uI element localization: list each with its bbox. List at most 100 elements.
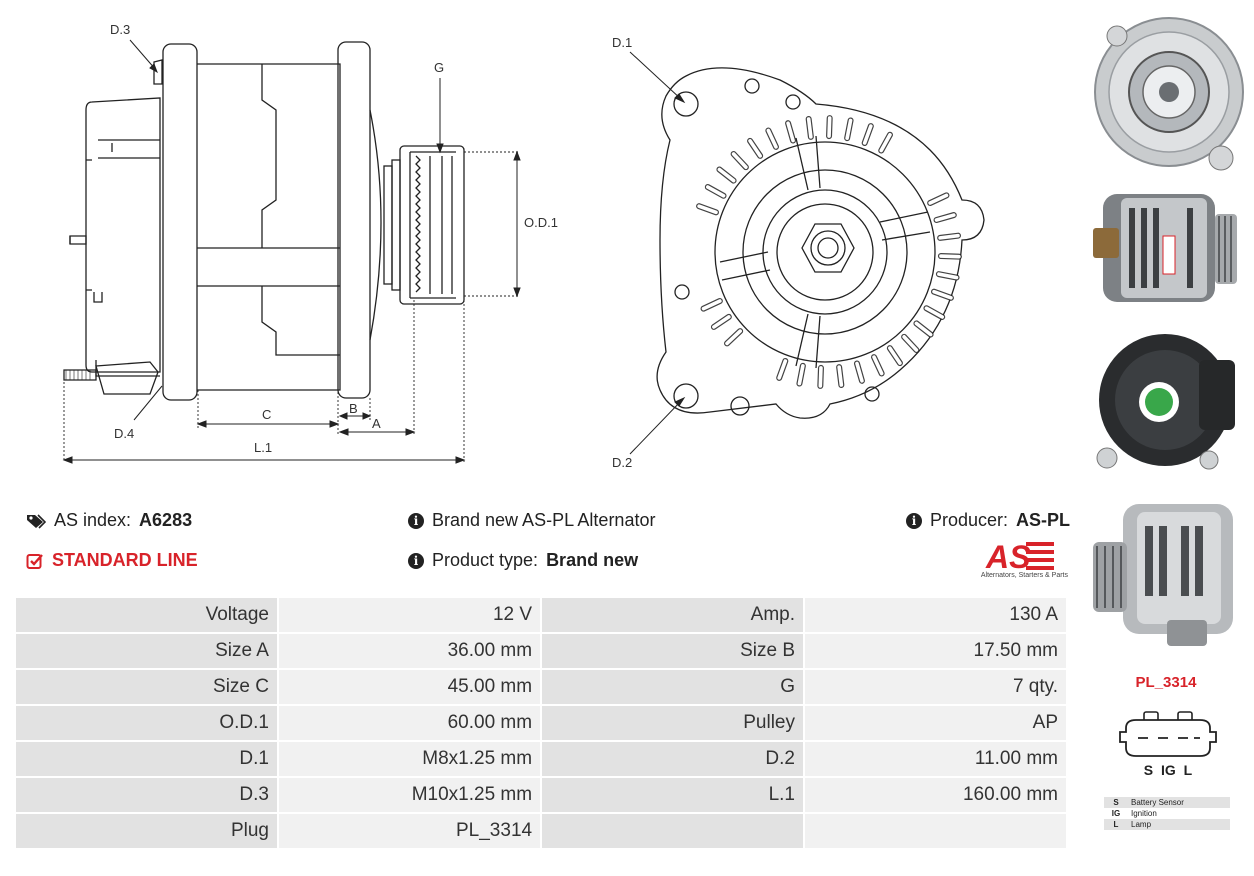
cooling-slot: [855, 361, 864, 383]
spec-label: D.1: [16, 742, 277, 776]
label-d4: D.4: [114, 426, 134, 441]
cooling-slot: [712, 315, 731, 329]
as-index-value: A6283: [139, 510, 193, 530]
cooling-slot: [939, 254, 961, 259]
cooling-slot: [845, 118, 853, 140]
label-a: A: [372, 416, 381, 431]
label-c: C: [262, 407, 271, 422]
producer-label: Producer:: [930, 510, 1009, 530]
product-type-value: Brand new: [546, 550, 639, 570]
spec-label: Pulley: [542, 706, 803, 740]
label-l1: L.1: [254, 440, 272, 455]
spec-label: D.2: [542, 742, 803, 776]
front-view-drawing: D.1 D.2: [612, 35, 985, 470]
as-index-label: AS index:: [54, 510, 132, 530]
spec-value: 11.00 mm: [805, 742, 1066, 776]
legend-desc: [1128, 830, 1230, 841]
legend-key: L: [1104, 819, 1128, 830]
spec-label: Size B: [542, 634, 803, 668]
label-b: B: [349, 401, 358, 416]
product-photo-side[interactable]: [1089, 184, 1247, 324]
cooling-slot: [934, 213, 956, 222]
info-icon: i: [408, 552, 424, 569]
cooling-slot: [827, 116, 832, 138]
checkbox-checked-icon: [26, 553, 43, 569]
spec-value: [805, 814, 1066, 848]
as-pl-logo: AS Alternators, Starters & Parts: [964, 538, 1068, 584]
info-icon: i: [906, 512, 922, 529]
cooling-slots: [696, 115, 962, 389]
spec-value: 36.00 mm: [278, 634, 541, 668]
product-type: i Product type: Brand new: [408, 550, 638, 571]
label-d3: D.3: [110, 22, 130, 37]
spec-label: G: [542, 670, 803, 704]
plug-code: PL_3314: [1100, 674, 1232, 691]
standard-line-label: STANDARD LINE: [52, 550, 198, 570]
spec-value: AP: [805, 706, 1066, 740]
logo-text: AS: [985, 539, 1031, 572]
cooling-slot: [932, 289, 953, 300]
cooling-slot: [818, 366, 823, 388]
cooling-slot: [902, 335, 919, 352]
cooling-slot: [697, 204, 718, 215]
legend-key: [1104, 830, 1128, 841]
spec-label: Voltage: [16, 598, 277, 632]
cooling-slot: [862, 124, 873, 145]
spec-value: M8x1.25 mm: [278, 742, 541, 776]
product-photo-front[interactable]: [1089, 6, 1247, 184]
logo-tagline: Alternators, Starters & Parts: [980, 572, 1068, 579]
label-d2: D.2: [612, 455, 632, 470]
spec-value: PL_3314: [278, 814, 541, 848]
label-g: G: [434, 60, 444, 75]
product-title-text: Brand new AS-PL Alternator: [432, 510, 656, 530]
legend-desc: Battery Sensor: [1128, 797, 1230, 808]
cooling-slot: [701, 299, 722, 311]
legend-key: S: [1104, 797, 1128, 808]
product-title: i Brand new AS-PL Alternator: [408, 510, 655, 531]
cooling-slot: [706, 185, 726, 198]
plug-pins: S IG L: [1143, 762, 1193, 778]
spec-value: 12 V: [278, 598, 541, 632]
cooling-slot: [786, 121, 795, 143]
cooling-slot: [777, 359, 788, 380]
standard-line: STANDARD LINE: [26, 550, 198, 571]
cooling-slot: [879, 133, 892, 153]
spec-label: [542, 814, 803, 848]
product-photo-angle[interactable]: [1089, 492, 1247, 656]
label-od1: O.D.1: [524, 215, 558, 230]
cooling-slot: [731, 152, 748, 169]
spec-value: 45.00 mm: [278, 670, 541, 704]
cooling-slot: [914, 321, 933, 337]
legend-desc: Ignition: [1131, 809, 1157, 818]
spec-label: D.3: [16, 778, 277, 812]
cooling-slot: [888, 346, 902, 365]
product-photo-rear[interactable]: [1089, 326, 1247, 480]
product-type-label: Product type:: [432, 550, 539, 570]
spec-label: O.D.1: [16, 706, 277, 740]
spec-label: Size A: [16, 634, 277, 668]
spec-value: 160.00 mm: [805, 778, 1066, 812]
spec-value: 17.50 mm: [805, 634, 1066, 668]
as-index: AS index: A6283: [26, 510, 192, 531]
spec-label: Size C: [16, 670, 277, 704]
cooling-slot: [928, 193, 949, 205]
label-d1: D.1: [612, 35, 632, 50]
legend-row: [1104, 830, 1230, 841]
cooling-slot: [806, 117, 813, 139]
spec-value: 130 A: [805, 598, 1066, 632]
tags-icon: [27, 513, 46, 529]
spec-value: M10x1.25 mm: [278, 778, 541, 812]
spec-label: L.1: [542, 778, 803, 812]
info-icon: i: [408, 512, 424, 529]
cooling-slot: [837, 365, 844, 387]
cooling-slot: [766, 128, 778, 149]
